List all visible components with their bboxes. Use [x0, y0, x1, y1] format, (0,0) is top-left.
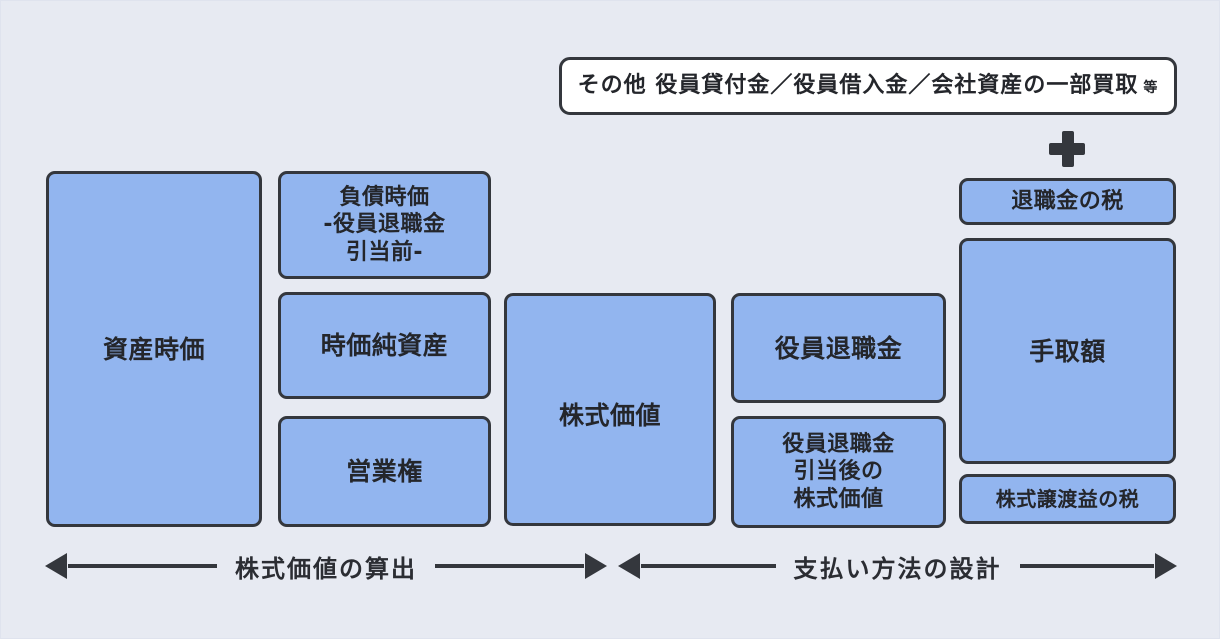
- arrow-payment-method-design: 支払い方法の設計: [619, 544, 1176, 588]
- note-text: その他 役員貸付金／役員借入金／会社資産の一部買取 等: [578, 72, 1159, 99]
- arrow-left-head-icon: [68, 564, 217, 568]
- box-net-asset-market-value: 時価純資産: [278, 292, 491, 399]
- arrow-right-head-icon: [435, 564, 584, 568]
- box-executive-retirement-allowance: 役員退職金: [731, 293, 946, 403]
- box-liabilities-market-value: 負債時価 -役員退職金 引当前-: [278, 171, 491, 279]
- box-goodwill: 営業権: [278, 416, 491, 527]
- plus-icon: [1047, 129, 1087, 169]
- box-asset-market-value: 資産時価: [46, 171, 262, 527]
- box-capital-gains-tax: 株式譲渡益の税: [959, 474, 1176, 524]
- box-share-value-after-allowance: 役員退職金 引当後の 株式価値: [731, 416, 946, 528]
- arrow-label-share-value-calculation: 株式価値の算出: [235, 554, 417, 583]
- arrow-share-value-calculation: 株式価値の算出: [46, 544, 606, 588]
- box-net-proceeds: 手取額: [959, 238, 1176, 464]
- arrow-left-head-icon-2: [641, 564, 776, 568]
- arrow-label-payment-method-design: 支払い方法の設計: [793, 554, 1002, 583]
- arrow-right-head-icon-2: [1019, 564, 1154, 568]
- box-share-value: 株式価値: [504, 293, 716, 526]
- note-suffix-text: 等: [1143, 80, 1159, 97]
- note-main-text: その他 役員貸付金／役員借入金／会社資産の一部買取: [577, 73, 1139, 99]
- note-box: その他 役員貸付金／役員借入金／会社資産の一部買取 等: [559, 57, 1177, 115]
- box-retirement-allowance-tax: 退職金の税: [959, 178, 1176, 225]
